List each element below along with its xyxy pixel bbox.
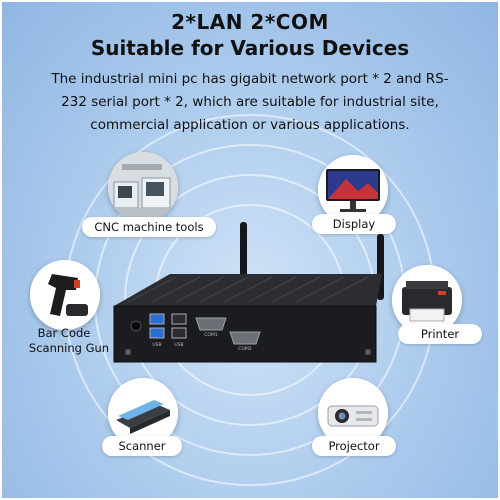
- audio-jack: [130, 320, 142, 332]
- cnc-label: CNC machine tools: [82, 217, 216, 237]
- heading-line2: Suitable for Various Devices: [90, 36, 410, 60]
- heading-description: The industrial mini pc has gigabit netwo…: [51, 71, 449, 133]
- usb-port-1: [149, 313, 165, 325]
- com-label-1: COM1: [204, 332, 218, 338]
- display-label: Display: [312, 214, 396, 234]
- barcode-label-line1: Bar Code: [37, 326, 91, 340]
- barcode-scanner-icon: [30, 260, 100, 330]
- printer-icon: [392, 265, 462, 335]
- usb-port-4: [171, 327, 187, 339]
- display-image: [318, 155, 388, 225]
- usb-port-2: [149, 327, 165, 339]
- usb-label-1: USB: [152, 342, 161, 348]
- projector-label: Projector: [312, 436, 396, 456]
- cnc-machine-icon: [108, 152, 178, 222]
- scanner-label: Scanner: [102, 436, 182, 456]
- antenna-left: [240, 222, 247, 282]
- cnc-machine-image: [108, 152, 178, 222]
- com-label-2: COM2: [238, 346, 252, 352]
- com-port-1: [195, 317, 227, 331]
- industrial-mini-pc: USB USB COM1 COM2: [113, 222, 384, 363]
- barcode-scanner-image: [30, 260, 100, 330]
- heading-line1: 2*LAN 2*COM: [171, 10, 329, 34]
- barcode-label-line2: Scanning Gun: [28, 341, 110, 355]
- usb-port-3: [171, 313, 187, 325]
- usb-label-2: USB: [174, 342, 183, 348]
- com-port-2: [229, 331, 261, 345]
- monitor-icon: [318, 155, 388, 225]
- printer-label: Printer: [398, 324, 482, 344]
- printer-image: [392, 265, 462, 335]
